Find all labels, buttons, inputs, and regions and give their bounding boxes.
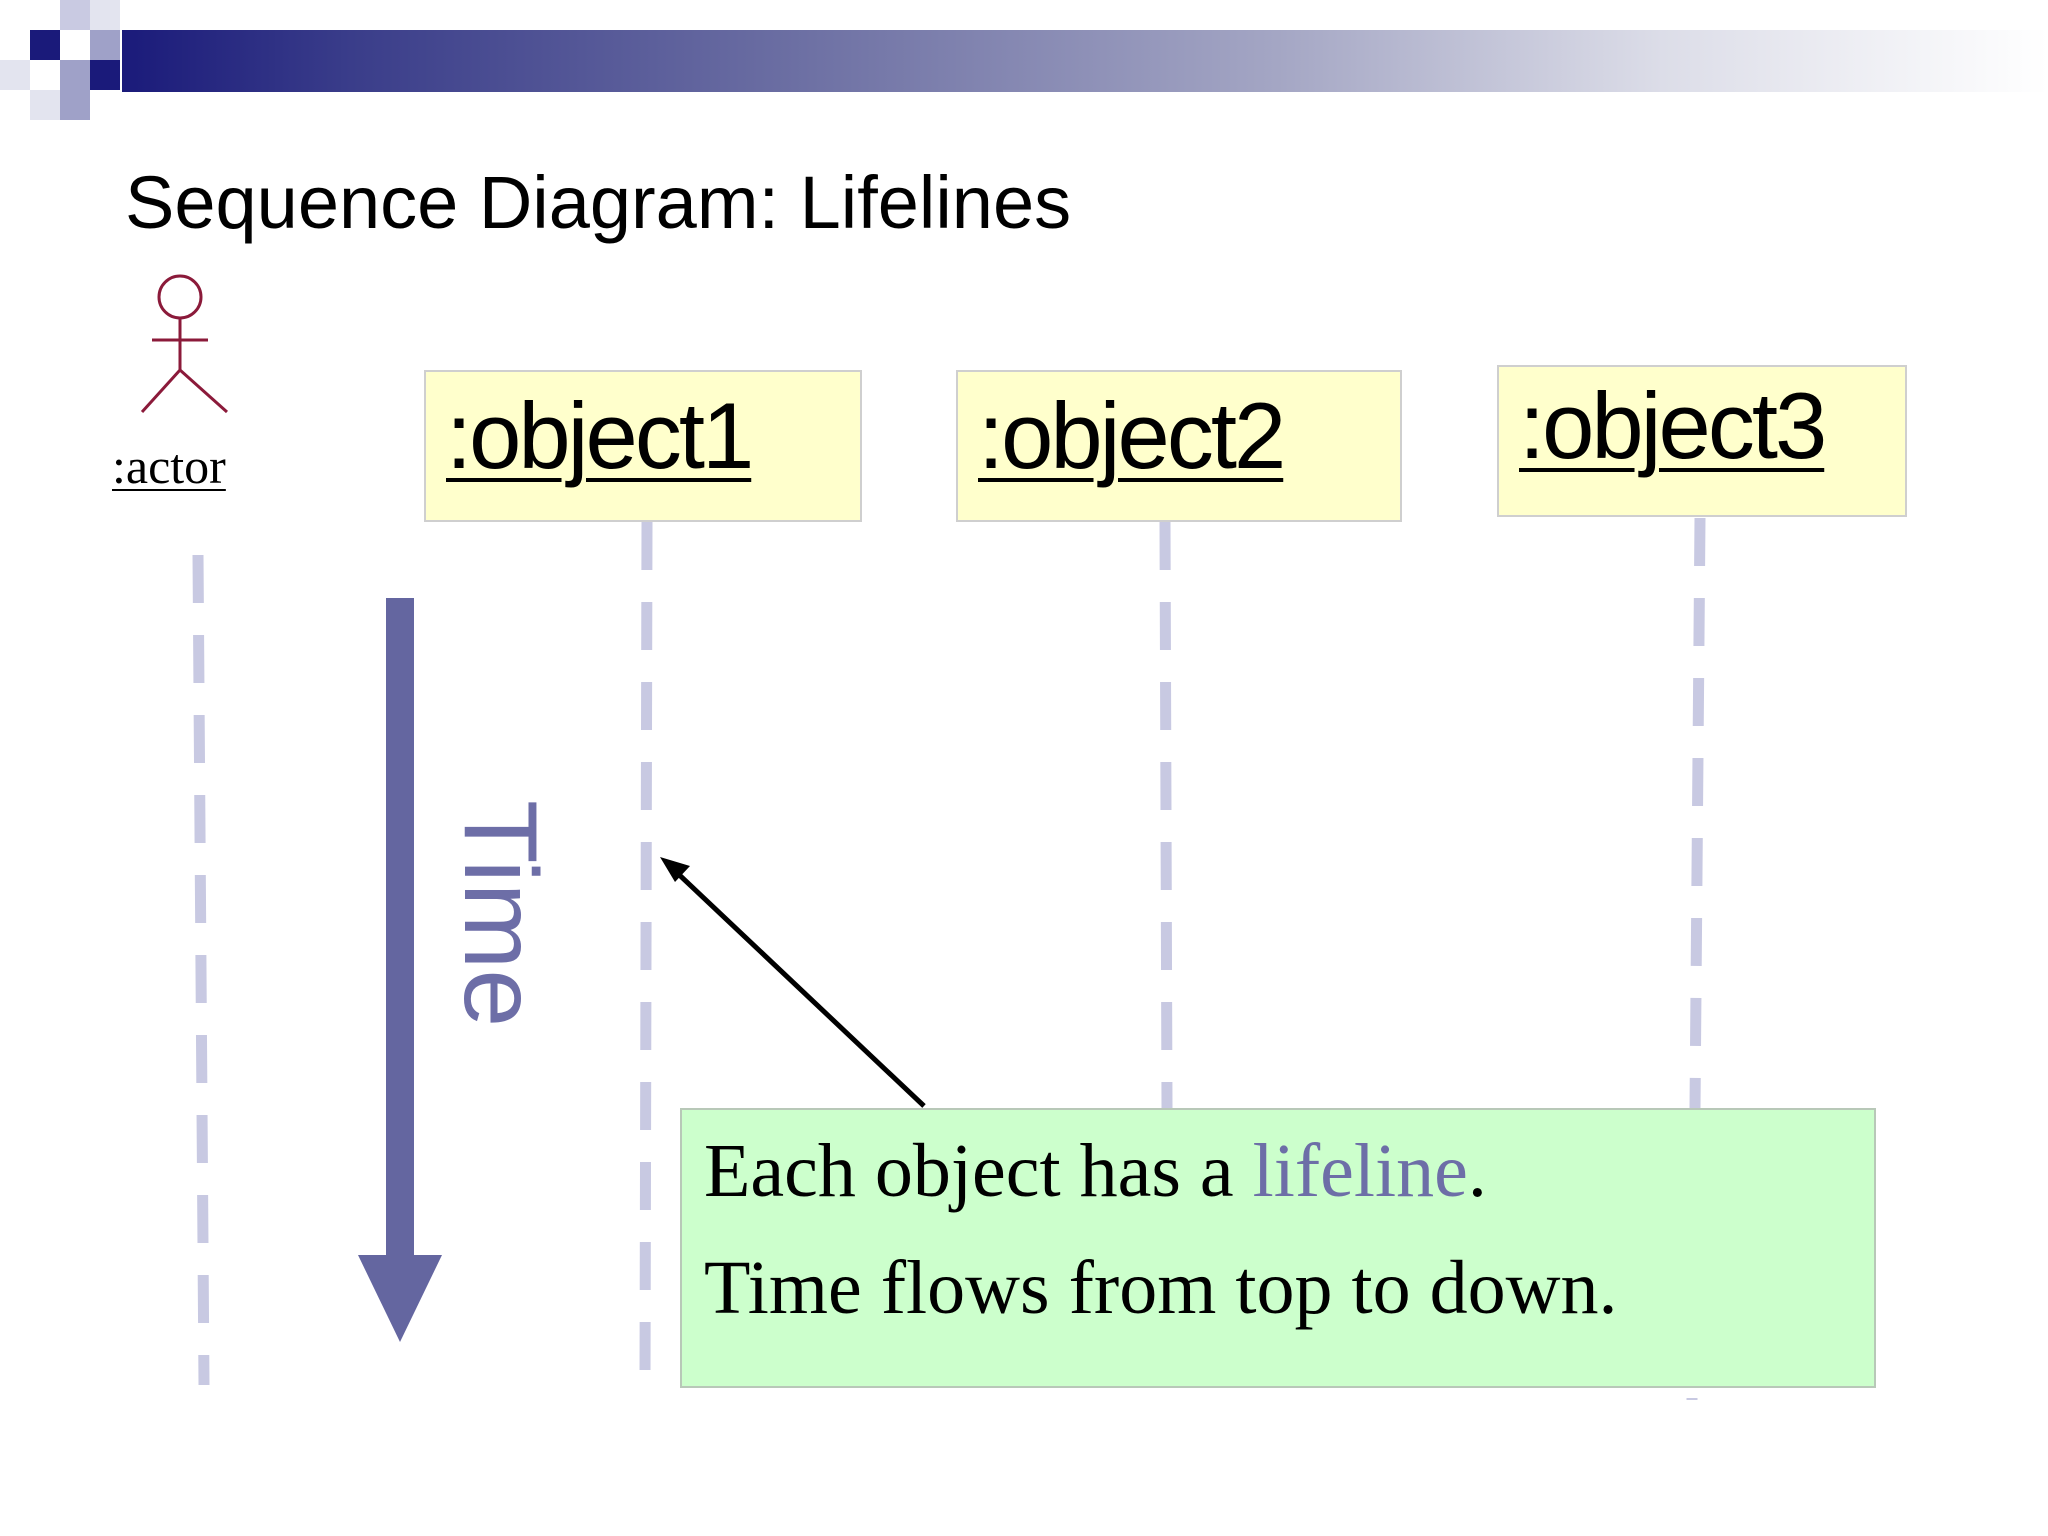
note-line-1-prefix: Each object has a: [704, 1129, 1253, 1213]
lifeline-object2: [1159, 521, 1173, 1109]
object3-box: :object3: [1497, 365, 1907, 517]
lifeline-object3: [1689, 517, 1706, 1109]
slide-title: Sequence Diagram: Lifelines: [125, 161, 1072, 244]
lifeline-object1: [639, 521, 653, 1381]
actor-label: :actor: [112, 438, 226, 494]
lifeline-actor: [192, 554, 210, 1386]
note-box: Each object has a lifeline. Time flows f…: [680, 1108, 1876, 1388]
header-banner: [120, 30, 2048, 92]
object2-label: :object2: [978, 383, 1286, 488]
note-line-2: Time flows from top to down.: [704, 1246, 1618, 1330]
note-line-1: Each object has a lifeline.: [704, 1128, 1487, 1215]
note-pointer-arrow: [660, 857, 926, 1108]
time-label: Time: [442, 800, 558, 1028]
object1-label: :object1: [446, 383, 754, 488]
note-line-1-suffix: .: [1467, 1129, 1487, 1213]
stick-figure-icon: [140, 274, 228, 414]
object2-box: :object2: [956, 370, 1402, 522]
time-arrow: [358, 598, 442, 1342]
object3-label: :object3: [1519, 373, 1827, 478]
object1-box: :object1: [424, 370, 862, 522]
note-keyword-lifeline: lifeline: [1252, 1129, 1468, 1213]
